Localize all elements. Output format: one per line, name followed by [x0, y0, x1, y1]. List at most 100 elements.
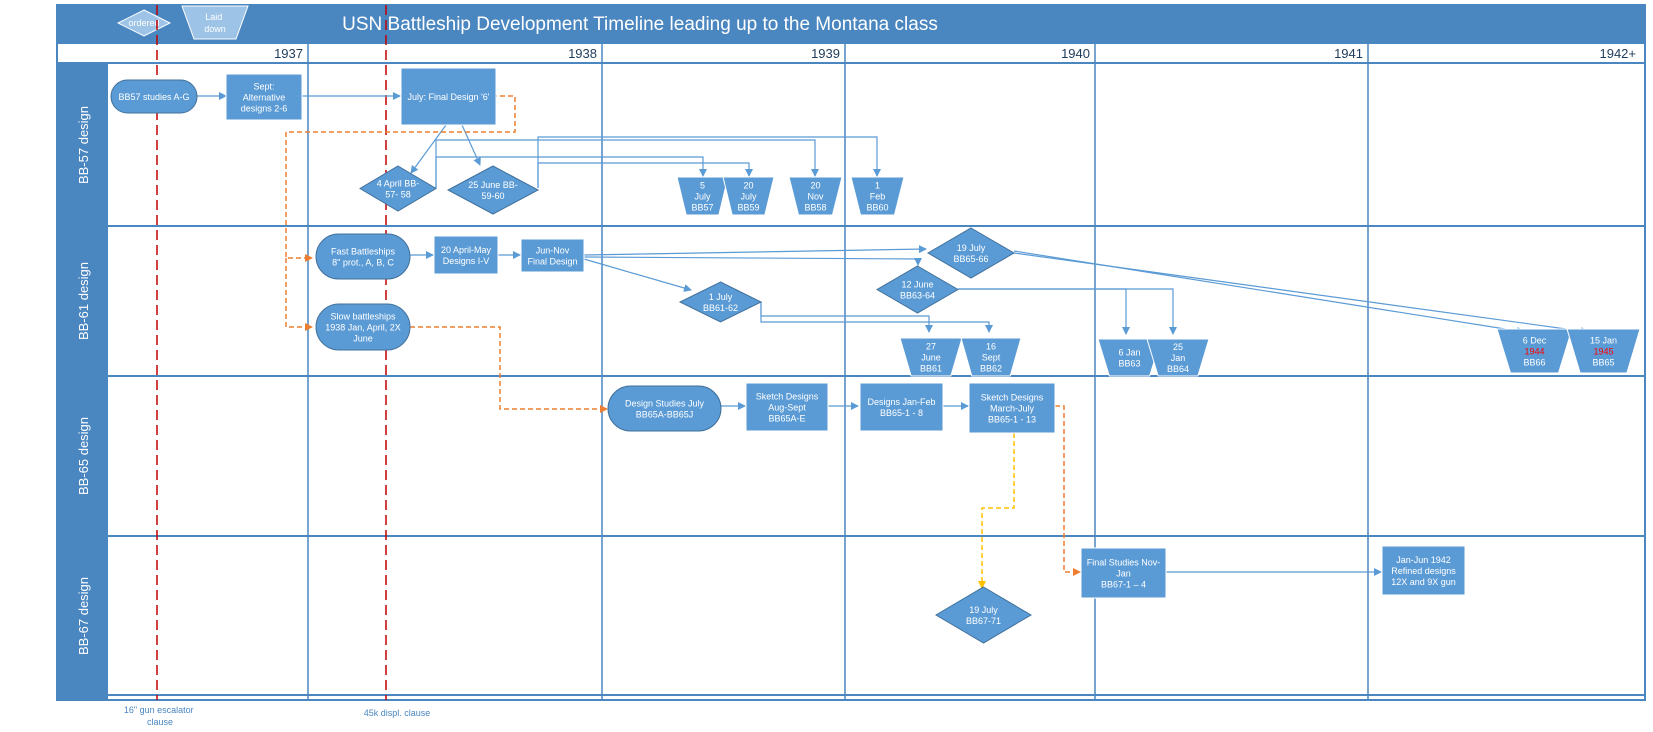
- node-label-line: 12X and 9X gun: [1391, 577, 1456, 587]
- node-label: BB57 studies A-G: [118, 92, 189, 102]
- node-label-line: BB63: [1118, 359, 1140, 369]
- node-label-line: BB66: [1523, 358, 1545, 368]
- ordered-diamond: [446, 165, 540, 215]
- node-label-line: Slow battleships: [330, 312, 396, 322]
- lane-label-bb61: BB-61 design: [76, 262, 91, 340]
- diagram-title: USN Battleship Development Timeline lead…: [342, 14, 938, 35]
- ordered-diamond: [927, 227, 1015, 279]
- node-label-line: 20: [810, 181, 820, 191]
- laid-down-shape: [676, 176, 729, 216]
- lane-labels: BB-57 design BB-61 design BB-65 design B…: [76, 106, 91, 655]
- connector: [537, 136, 881, 188]
- process-box: [225, 73, 303, 121]
- node-label-line: Designs I-V: [443, 256, 490, 266]
- node-label-line: Sept:: [253, 82, 274, 92]
- node-label-line: Design Studies July: [625, 399, 705, 409]
- study-terminator: [607, 385, 722, 432]
- connector: [410, 124, 447, 174]
- node-label-line: BB65-1 - 13: [988, 415, 1036, 425]
- node-label-line: 16: [986, 342, 996, 352]
- node-label-line: 57- 58: [385, 190, 411, 200]
- connectors: [197, 92, 1589, 589]
- node-label-line: 20 April-May: [441, 245, 492, 255]
- ordered-legend-label: ordered: [128, 18, 159, 28]
- laid-down-shape: [850, 176, 905, 216]
- node-label-line: 25: [1173, 342, 1183, 352]
- connector: [958, 288, 1177, 335]
- node-label-line: Jan: [1116, 569, 1131, 579]
- node-label-line: BB61: [920, 364, 942, 374]
- ordered-diamond: [876, 265, 959, 314]
- process-box: [400, 67, 497, 126]
- node-label: 25 June BB-59-60: [468, 180, 518, 201]
- year-label: 1937: [274, 46, 303, 61]
- node-label-line: 1945: [1593, 347, 1613, 357]
- year-label: 1940: [1061, 46, 1090, 61]
- dashed-connector: [410, 326, 608, 413]
- process-box: [968, 382, 1056, 434]
- node-label-line: 15 Jan: [1590, 336, 1617, 346]
- node-label-line: BB64: [1167, 364, 1189, 374]
- laid-down-shape: [960, 337, 1022, 377]
- node-label-line: 5: [700, 181, 705, 191]
- node-label-line: 1: [875, 181, 880, 191]
- displacement-clause-label: 45k displ. clause: [364, 708, 431, 718]
- process-box: [1080, 547, 1167, 599]
- node-label-line: 19 July: [957, 243, 986, 253]
- node-label-line: Alternative: [243, 93, 286, 103]
- treaty-markers: [156, 5, 387, 700]
- node-label-line: BB57 studies A-G: [118, 92, 189, 102]
- node-label-line: Final Studies Nov-: [1087, 558, 1161, 568]
- node-label-line: Fast Battleships: [331, 247, 396, 257]
- title-bar: [57, 5, 1645, 43]
- node-label-line: 6 Dec: [1523, 336, 1547, 346]
- node-final-design-6: July: Final Design '6': [400, 67, 497, 126]
- node-label-line: designs 2-6: [241, 104, 288, 114]
- connector: [461, 124, 481, 166]
- diagram-frame: [56, 4, 1646, 701]
- study-terminator: [315, 233, 411, 280]
- laid-down-shape: [1097, 338, 1162, 377]
- laid-down-shape: [722, 176, 775, 216]
- study-terminator: [315, 303, 411, 351]
- node-label-line: Sketch Designs: [981, 393, 1044, 403]
- node-label-line: 1944: [1524, 347, 1544, 357]
- process-box: [433, 235, 499, 275]
- process-box: [745, 382, 829, 432]
- node-label-line: 20: [743, 181, 753, 191]
- node-label-line: Aug-Sept: [768, 403, 806, 413]
- year-label: 1942+: [1599, 46, 1636, 61]
- laid-down-legend-label: Laid down: [204, 12, 226, 34]
- node-label-line: 1 July: [709, 292, 733, 302]
- node-label-line: 25 June BB-: [468, 180, 518, 190]
- laid-down-shape: [899, 337, 963, 377]
- node-label-line: BB65-66: [953, 254, 988, 264]
